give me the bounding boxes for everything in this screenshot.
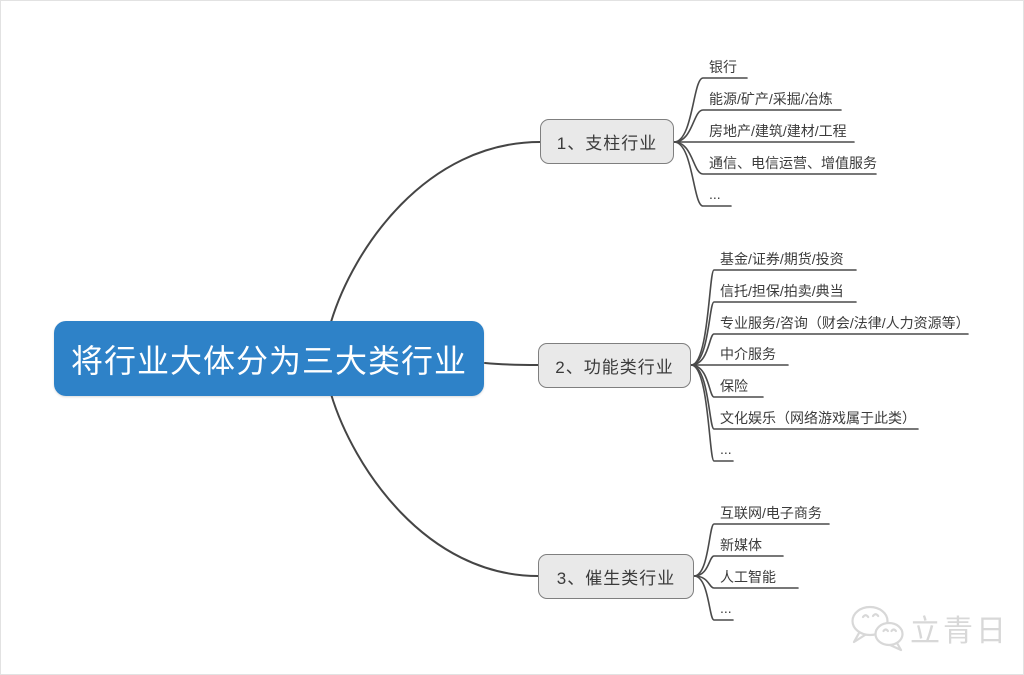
edge-leaf xyxy=(690,333,969,366)
branch-1-leaf-connectors xyxy=(673,77,877,207)
edge-leaf xyxy=(673,109,842,143)
branch-node-functional-industries[interactable]: 2、功能类行业 xyxy=(538,343,691,388)
leaf-node[interactable]: 信托/担保/拍卖/典当 xyxy=(720,283,844,299)
leaf-node[interactable]: 人工智能 xyxy=(720,569,776,585)
edge-root-branch-3 xyxy=(330,393,539,577)
leaf-node[interactable]: 互联网/电子商务 xyxy=(720,505,822,521)
branch-node-pillar-industries[interactable]: 1、支柱行业 xyxy=(540,119,674,164)
leaf-node[interactable]: 保险 xyxy=(720,378,748,394)
leaf-node[interactable]: 新媒体 xyxy=(720,537,762,553)
leaf-node[interactable]: 通信、电信运营、增值服务 xyxy=(709,155,877,171)
watermark-text: 立青日 xyxy=(910,615,1009,648)
branch-2-leaf-connectors xyxy=(690,269,969,462)
edge-leaf xyxy=(690,364,734,462)
edge-leaf xyxy=(673,77,748,143)
leaf-node[interactable]: 银行 xyxy=(709,59,737,75)
wechat-icon xyxy=(851,605,904,652)
branch-3-leaf-connectors xyxy=(693,523,830,621)
leaf-node[interactable]: 专业服务/咨询（财会/法律/人力资源等） xyxy=(720,315,970,331)
leaf-node[interactable]: 文化娱乐（网络游戏属于此类） xyxy=(720,410,916,426)
edge-leaf xyxy=(693,523,830,577)
edge-root-branch-2 xyxy=(484,362,539,366)
watermark: 立青日 xyxy=(848,604,1009,652)
edge-leaf xyxy=(693,555,784,577)
leaf-node[interactable]: 基金/证券/期货/投资 xyxy=(720,251,844,267)
edge-root-branch-1 xyxy=(330,141,541,323)
leaf-node[interactable]: 中介服务 xyxy=(720,346,776,362)
edge-leaf xyxy=(690,269,857,366)
leaf-node[interactable]: 能源/矿产/采掘/冶炼 xyxy=(709,91,833,107)
leaf-node[interactable]: ... xyxy=(709,186,721,202)
edge-leaf xyxy=(693,575,734,621)
root-topic-node[interactable]: 将行业大体分为三大类行业 xyxy=(54,321,484,396)
edge-leaf xyxy=(673,141,732,207)
branch-node-emerging-industries[interactable]: 3、催生类行业 xyxy=(538,554,694,599)
edge-leaf xyxy=(690,301,857,366)
root-branch-connectors xyxy=(330,141,541,577)
leaf-node[interactable]: ... xyxy=(720,441,732,457)
leaf-node[interactable]: ... xyxy=(720,600,732,616)
leaf-node[interactable]: 房地产/建筑/建材/工程 xyxy=(709,123,847,139)
